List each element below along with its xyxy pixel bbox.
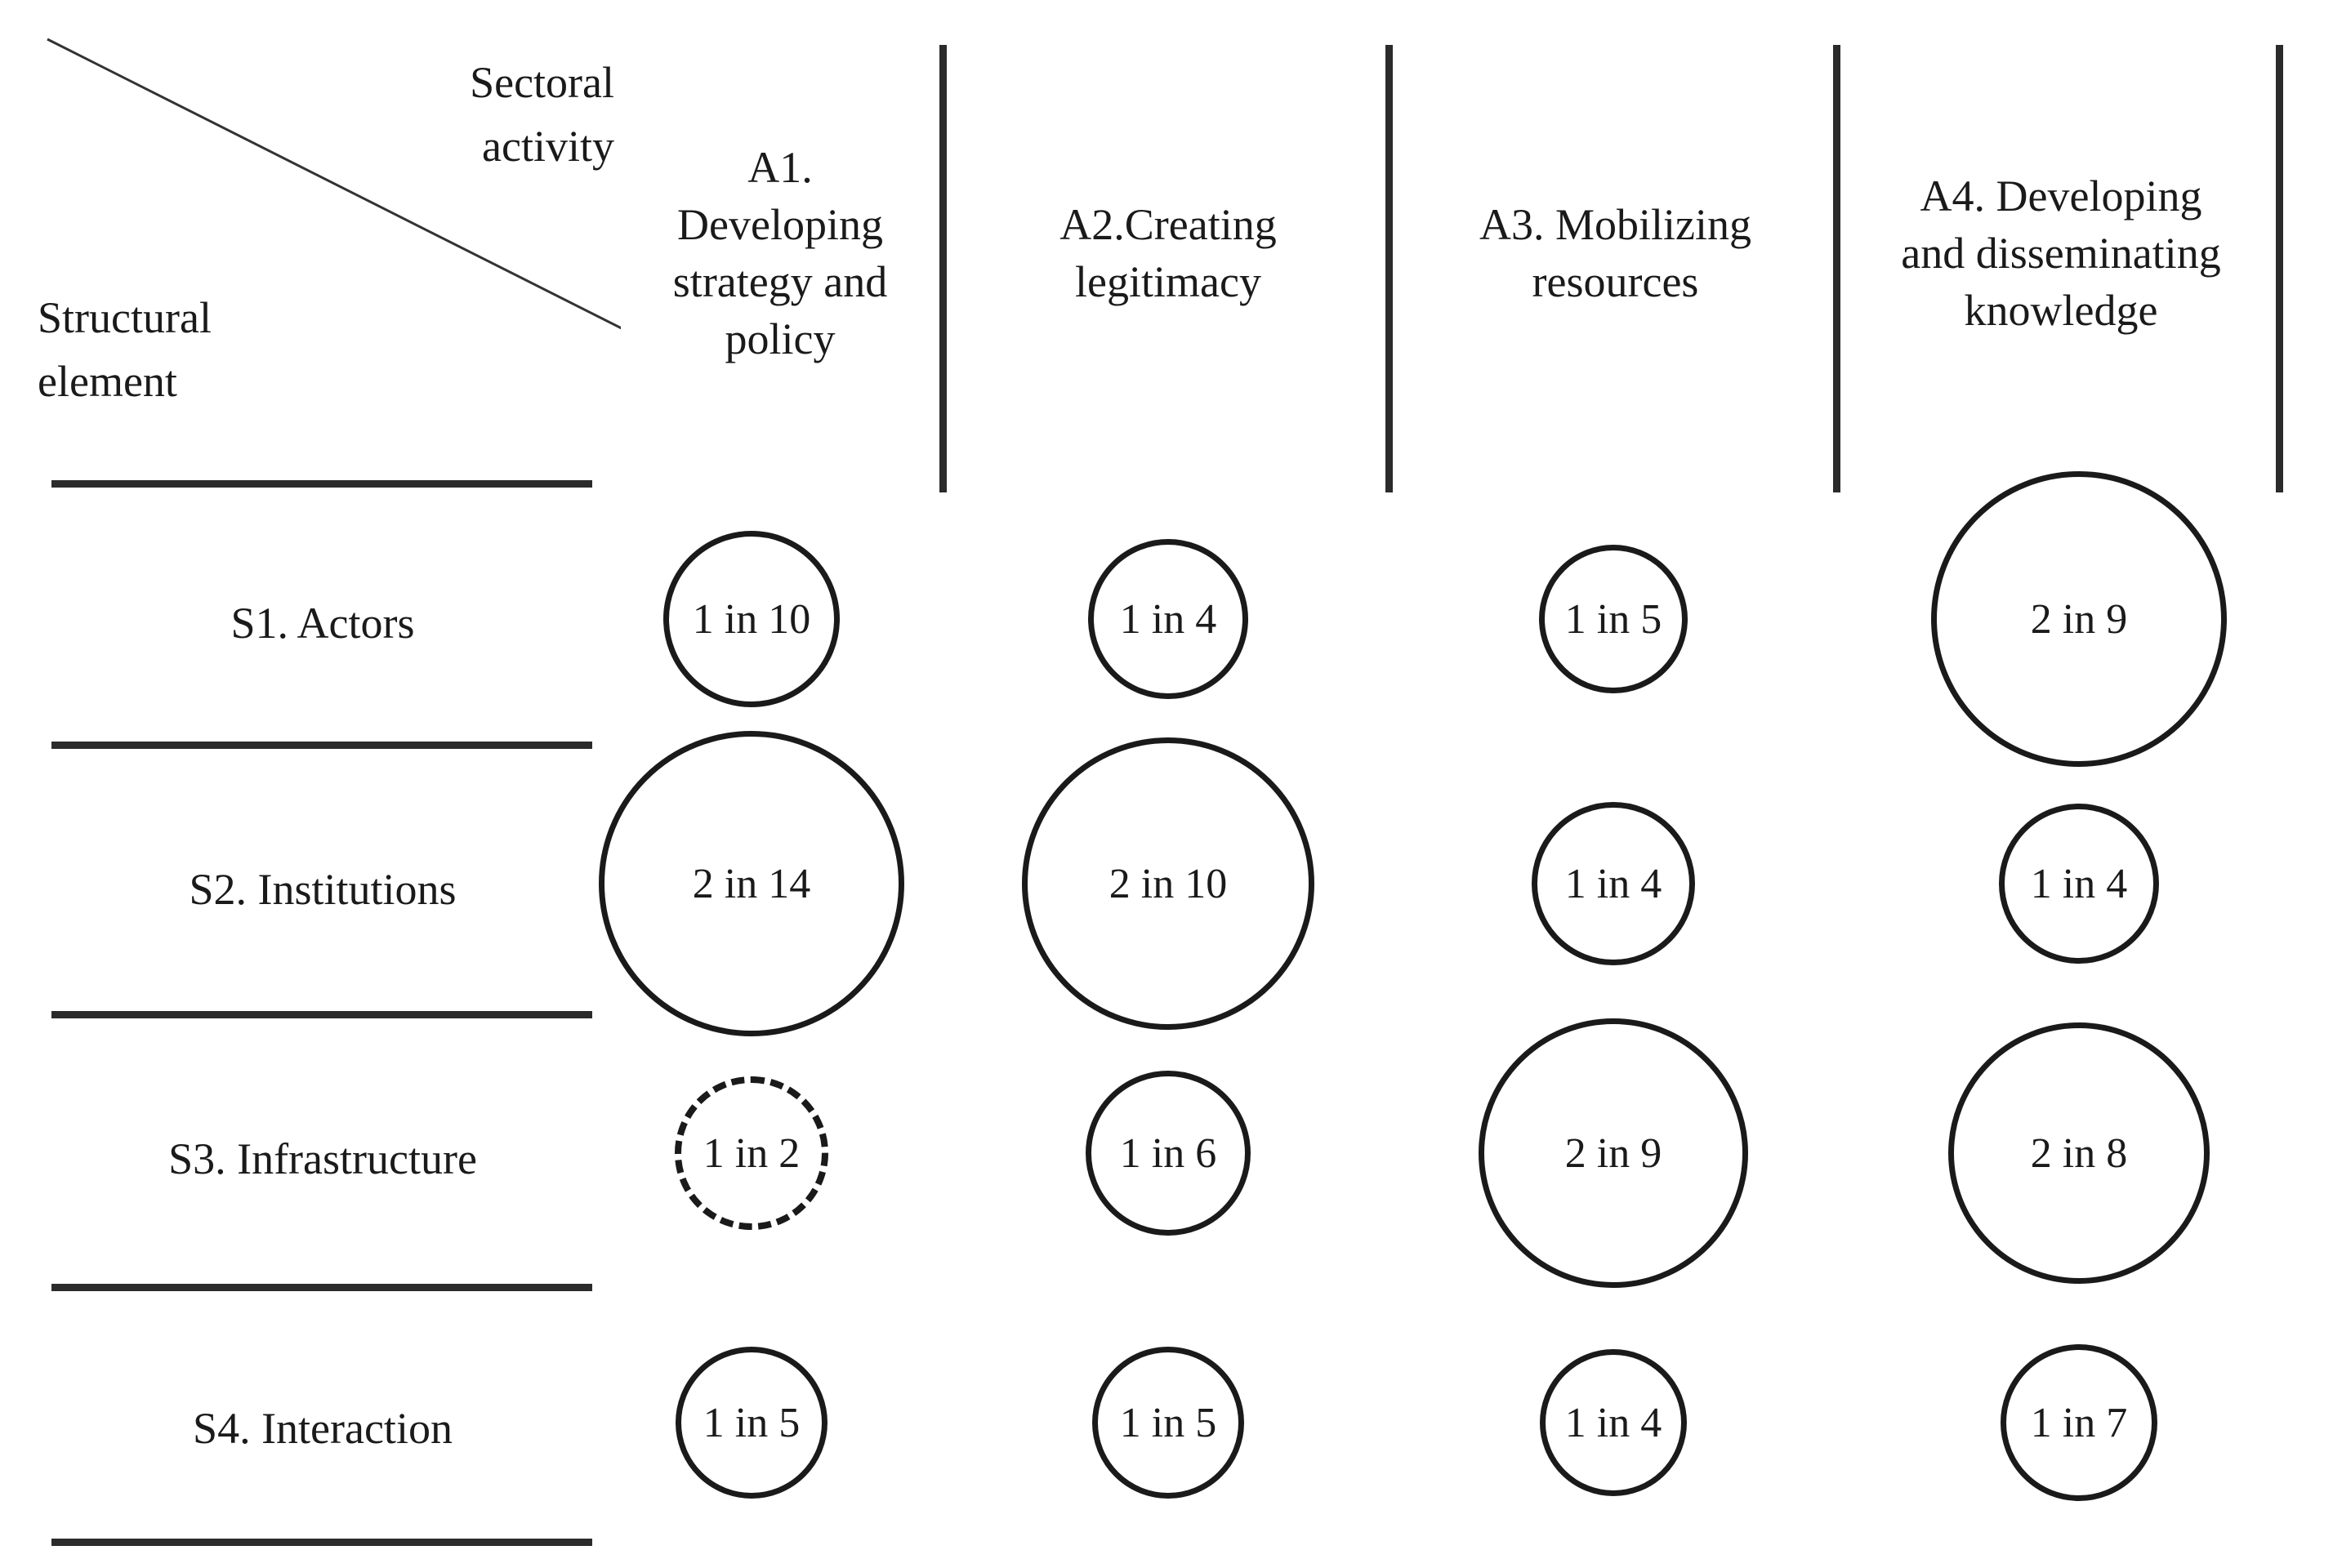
bubble-s3-a4: 2 in 8 [1948,1022,2210,1284]
row-divider-2 [51,1011,592,1018]
bubble-value-label: 2 in 9 [1564,1129,1662,1177]
column-header-a3: A3. Mobilizing resources [1401,16,1830,490]
column-divider-3 [1833,45,1840,492]
bubble-s2-a2: 2 in 10 [1022,737,1314,1030]
column-header-a3-line2: resources [1532,257,1699,306]
structural-element-label: Structural element [38,286,389,414]
bubble-value-label: 2 in 10 [1109,860,1228,907]
column-header-a2-line1: A2.Creating [1059,199,1277,249]
row-divider-1 [51,742,592,749]
bubble-s4-a2: 1 in 5 [1092,1347,1244,1499]
bubble-s2-a4: 1 in 4 [1999,804,2159,964]
sectoral-activity-line2: activity [482,122,614,172]
bubble-s1-a2: 1 in 4 [1088,539,1248,699]
column-divider-2 [1385,45,1393,492]
corner-header-cell: Sectoral activity Structural element [33,16,621,490]
bubble-s1-a3: 1 in 5 [1539,545,1688,693]
column-header-a1-line4: policy [725,314,836,364]
bubble-value-label: 1 in 5 [703,1399,801,1446]
column-header-a2-line2: legitimacy [1075,257,1261,306]
bubble-value-label: 1 in 7 [2030,1399,2128,1446]
row-divider-3 [51,1284,592,1291]
bubble-value-label: 1 in 5 [1119,1399,1217,1446]
column-divider-1 [939,45,947,492]
sectoral-activity-line1: Sectoral [470,58,614,107]
column-header-a1: A1. Developing strategy and policy [621,16,939,490]
row-label-s1: S1. Actors [230,599,415,648]
column-header-a1-line1: A1. [747,142,813,192]
column-header-a3-line1: A3. Mobilizing [1479,199,1751,249]
bubble-s1-a1: 1 in 10 [663,531,840,707]
column-header-a1-line3: strategy and [672,257,888,306]
bubble-s2-a1: 2 in 14 [599,731,904,1036]
structural-element-line2: element [38,357,177,407]
column-divider-4 [2276,45,2283,492]
bubble-value-label: 1 in 10 [692,595,811,643]
bubble-value-label: 1 in 5 [1564,595,1662,643]
bubble-value-label: 2 in 14 [692,860,811,907]
bubble-value-label: 1 in 4 [1564,860,1662,907]
sectoral-activity-label: Sectoral activity [271,51,614,179]
bubble-s3-a2: 1 in 6 [1086,1071,1251,1236]
column-header-a2: A2.Creating legitimacy [956,16,1381,490]
bubble-s1-a4: 2 in 9 [1931,471,2227,767]
column-header-a4-line3: knowledge [1964,286,2158,336]
bubble-value-label: 1 in 4 [1119,595,1217,643]
row-divider-header [51,480,592,488]
bubble-value-label: 1 in 4 [1564,1399,1662,1446]
bubble-s2-a3: 1 in 4 [1532,802,1695,965]
row-divider-4 [51,1539,592,1546]
bubble-s3-a1: 1 in 2 [675,1076,828,1230]
row-label-s4: S4. Interaction [193,1404,453,1453]
row-label-s3: S3. Infrastructure [168,1134,477,1183]
column-header-a4-line2: and disseminating [1901,228,2221,278]
bubble-value-label: 1 in 6 [1119,1129,1217,1177]
column-header-a1-line2: Developing [677,199,883,249]
column-header-a4-line1: A4. Developing [1920,171,2202,220]
bubble-value-label: 2 in 9 [2030,595,2128,643]
bubble-value-label: 1 in 2 [703,1129,801,1177]
bubble-s3-a3: 2 in 9 [1479,1018,1748,1288]
bubble-s4-a1: 1 in 5 [676,1347,827,1499]
bubble-value-label: 2 in 8 [2030,1129,2128,1177]
column-header-a4: A4. Developing and disseminating knowled… [1848,16,2274,490]
bubble-value-label: 1 in 4 [2030,860,2128,907]
bubble-s4-a3: 1 in 4 [1540,1349,1687,1496]
structural-element-line1: Structural [38,293,212,342]
bubble-s4-a4: 1 in 7 [2001,1344,2157,1501]
row-label-s2: S2. Institutions [189,865,457,914]
